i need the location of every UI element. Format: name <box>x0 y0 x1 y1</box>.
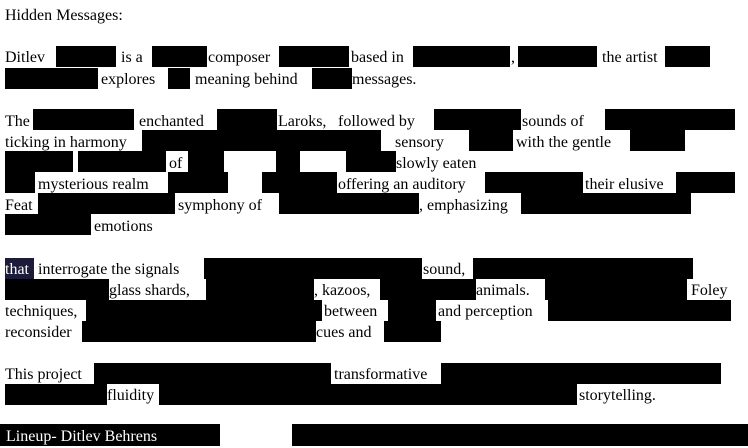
redaction-bar <box>605 109 735 130</box>
redaction-bar <box>485 172 583 193</box>
text: Ditlev <box>5 49 45 66</box>
redaction-bar <box>469 130 513 151</box>
redaction-bar <box>548 300 731 321</box>
redaction-bar <box>5 151 73 172</box>
text: cues and <box>316 324 372 341</box>
text: composer <box>208 49 271 66</box>
redaction-bar <box>38 193 175 214</box>
text: meaning behind <box>195 71 298 88</box>
text: Feat <box>5 197 33 214</box>
text: followed by <box>338 113 415 130</box>
text: symphony of <box>178 197 262 214</box>
redaction-bar <box>5 172 35 193</box>
redaction-bar <box>380 279 476 300</box>
redaction-bar <box>188 151 224 172</box>
redaction-bar <box>262 172 337 193</box>
redaction-bar <box>312 68 352 89</box>
redaction-bar <box>521 193 691 214</box>
text: Foley <box>691 282 728 299</box>
text: transformative <box>334 366 428 383</box>
text: messages. <box>352 71 417 88</box>
redaction-bar <box>518 46 597 67</box>
redaction-bar <box>473 258 693 279</box>
text: enchanted <box>139 113 204 130</box>
redaction-bar <box>384 321 441 342</box>
redaction-bar <box>159 384 577 405</box>
text: explores <box>101 71 156 88</box>
text: ticking in harmony <box>5 134 127 151</box>
heading: Hidden Messages: <box>5 7 123 24</box>
redaction-bar <box>413 46 510 67</box>
redaction-bar <box>5 68 98 89</box>
text: animals. <box>476 282 530 299</box>
text: of <box>169 155 183 172</box>
redaction-bar <box>82 321 316 342</box>
text: sound, <box>423 261 466 278</box>
text: sounds of <box>522 113 584 130</box>
redaction-bar <box>142 130 381 151</box>
text: sensory <box>395 134 444 151</box>
text: mysterious realm <box>38 176 149 193</box>
text: storytelling. <box>579 387 656 404</box>
text: techniques, <box>5 303 78 320</box>
redaction-bar <box>545 279 687 300</box>
text: and perception <box>438 303 533 320</box>
text: their elusive <box>585 176 664 193</box>
lineup-text: Lineup- Ditlev Behrens <box>6 428 158 445</box>
redaction-bar <box>86 300 322 321</box>
redaction-bar <box>441 363 721 384</box>
redaction-bar <box>5 384 107 405</box>
text: offering an auditory <box>338 176 466 193</box>
text: , emphasizing <box>419 197 508 214</box>
text: between <box>324 303 378 320</box>
lineup-heading: Lineup- Ditlev Behrens <box>0 424 220 446</box>
redaction-bar <box>5 279 109 300</box>
text: with the gentle <box>516 134 612 151</box>
redaction-bar <box>279 46 349 67</box>
redaction-bar <box>217 109 277 130</box>
redaction-bar <box>168 68 190 89</box>
text: , <box>511 49 515 66</box>
redaction-bar <box>292 424 748 446</box>
redaction-bar <box>5 214 91 235</box>
redaction-bar <box>33 109 134 130</box>
text: Laroks, <box>278 113 327 130</box>
redaction-bar <box>434 109 521 130</box>
redaction-bar <box>204 258 422 279</box>
text: slowly eaten <box>396 155 477 172</box>
text: emotions <box>94 218 153 235</box>
redaction-bar <box>5 258 34 279</box>
text: that <box>5 261 29 278</box>
text: glass shards, <box>109 282 190 299</box>
text: This project <box>5 366 82 383</box>
redaction-bar <box>630 130 685 151</box>
redaction-bar <box>388 300 436 321</box>
text: , kazoos, <box>314 282 371 299</box>
redaction-bar <box>56 46 116 67</box>
redaction-bar <box>78 151 166 172</box>
redaction-bar <box>676 172 735 193</box>
text: fluidity <box>107 387 155 404</box>
text: interrogate the signals <box>38 261 180 278</box>
redaction-bar <box>346 151 396 172</box>
redaction-bar <box>276 151 300 172</box>
text: The <box>5 113 30 130</box>
redaction-bar <box>94 363 331 384</box>
text: the artist <box>602 49 658 66</box>
text: reconsider <box>5 324 72 341</box>
redaction-bar <box>665 46 710 67</box>
text: based in <box>351 49 404 66</box>
redaction-bar <box>206 279 314 300</box>
redaction-bar <box>279 193 419 214</box>
redaction-bar <box>152 46 207 67</box>
text: is a <box>121 49 143 66</box>
redaction-bar <box>168 172 228 193</box>
